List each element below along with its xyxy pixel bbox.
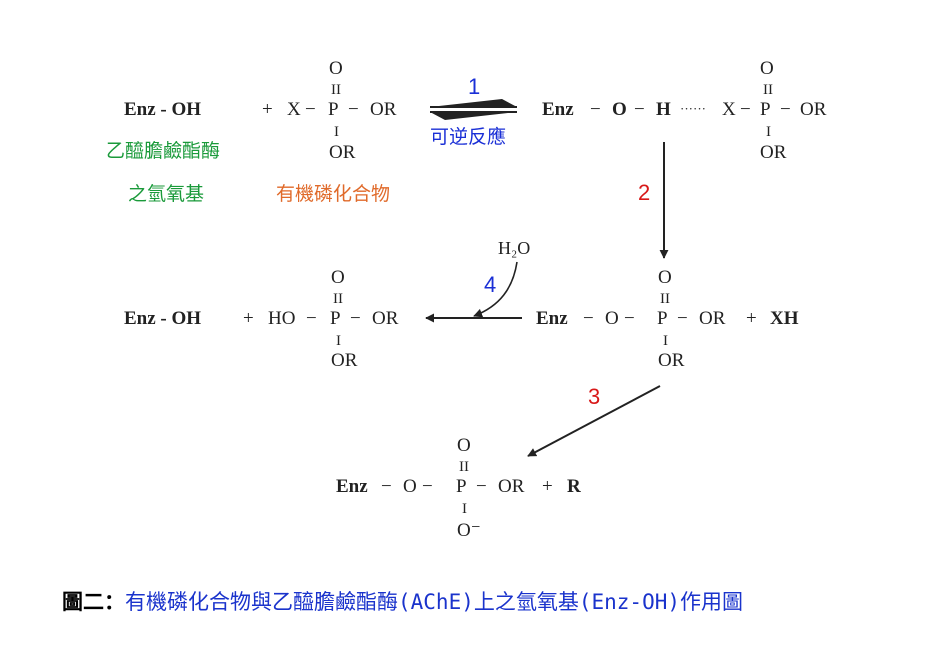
or-group: OR [760,142,787,163]
oxygen-atom: O [760,58,774,79]
complex-phosphate: X − P − OR O II I OR [722,58,827,163]
oxygen-atom: O [457,435,471,456]
plus-sign: + [243,308,254,329]
oxygen-atom: O [605,308,619,329]
phosphorus-atom: P [657,308,668,329]
bond-dash: − [780,99,791,120]
caption-text: 有機磷化合物與乙醯膽鹼酯酶(AChE)上之氫氧基(Enz-OH)作用圖 [125,590,744,614]
bond-dash: − [634,99,645,120]
bond-dash: − [583,308,594,329]
double-bond: II [331,82,341,98]
oxygen-atom: O [403,476,417,497]
bond-dash: − [422,476,433,497]
or-group: OR [329,142,356,163]
equilibrium-arrow [430,99,517,120]
step-3-arrow [527,385,661,457]
reversible-label: 可逆反應 [430,125,506,148]
oxide-anion: O⁻ [457,520,481,541]
plus-sign: + [746,308,757,329]
or-group: OR [331,350,358,371]
or-group: OR [658,350,685,371]
plus-sign: + [542,476,553,497]
aged-enzyme-phosphate: P − OR O II I O⁻ [456,435,525,541]
step-1-label: 1 [468,74,480,99]
bond-dash: − [305,99,316,120]
figure-caption: 圖二：有機磷化合物與乙醯膽鹼酯酶(AChE)上之氫氧基(Enz-OH)作用圖 [62,586,922,616]
step-4-label: 4 [484,272,496,297]
bond-dash: − [624,308,635,329]
phosphorus-atom: P [760,99,771,120]
bond-dash: − [590,99,601,120]
enz-label: Enz [536,308,568,329]
single-bond: I [766,124,771,140]
xh-leaving-group: XH [770,308,799,329]
bond-dash: − [381,476,392,497]
x-group: X [287,99,301,120]
step-3-label: 3 [588,384,600,409]
single-bond: I [334,124,339,140]
double-bond: II [763,82,773,98]
enz-oh-reactant: Enz - OH [124,99,201,120]
double-bond: II [660,291,670,307]
oxygen-atom: O [329,58,343,79]
bond-dash: − [677,308,688,329]
phosphorylated-enzyme: P − OR O II I OR [657,267,726,371]
single-bond: I [462,501,467,517]
oxygen-atom: O [612,99,627,120]
organophosphate-label: 有機磷化合物 [276,183,390,205]
double-bond: II [333,291,343,307]
phosphorus-atom: P [328,99,339,120]
single-bond: I [336,333,341,349]
enz-label: Enz [542,99,574,120]
organophosphate-structure: X − P − OR O II I OR [287,58,397,163]
step-2-label: 2 [638,180,650,205]
enz-oh-product: Enz - OH [124,308,201,329]
bond-dash: − [476,476,487,497]
r-leaving-group: R [567,476,581,497]
water-molecule: H₂O [498,238,530,258]
or-group: OR [370,99,397,120]
ache-label-line2: 之氫氧基 [128,183,204,205]
hydrogen-atom: H [656,99,671,120]
ache-label-line1: 乙醯膽鹼酯酶 [106,140,220,162]
phosphorus-atom: P [456,476,467,497]
bond-dash: − [306,308,317,329]
water-curve-arrow [473,261,518,318]
or-group: OR [699,308,726,329]
caption-lead: 圖二： [62,590,125,614]
bond-dash: − [348,99,359,120]
single-bond: I [663,333,668,349]
double-bond: II [459,459,469,475]
plus-sign: + [262,99,273,120]
hydrogen-bond-dots: ······ [680,101,706,116]
or-group: OR [800,99,827,120]
x-group: X [722,99,736,120]
phosphoric-product: HO − P − OR O II I OR [268,267,399,371]
bond-dash: − [350,308,361,329]
bond-dash: − [740,99,751,120]
or-group: OR [372,308,399,329]
ho-group: HO [268,308,295,329]
or-group: OR [498,476,525,497]
enz-label: Enz [336,476,368,497]
oxygen-atom: O [658,267,672,288]
oxygen-atom: O [331,267,345,288]
phosphorus-atom: P [330,308,341,329]
